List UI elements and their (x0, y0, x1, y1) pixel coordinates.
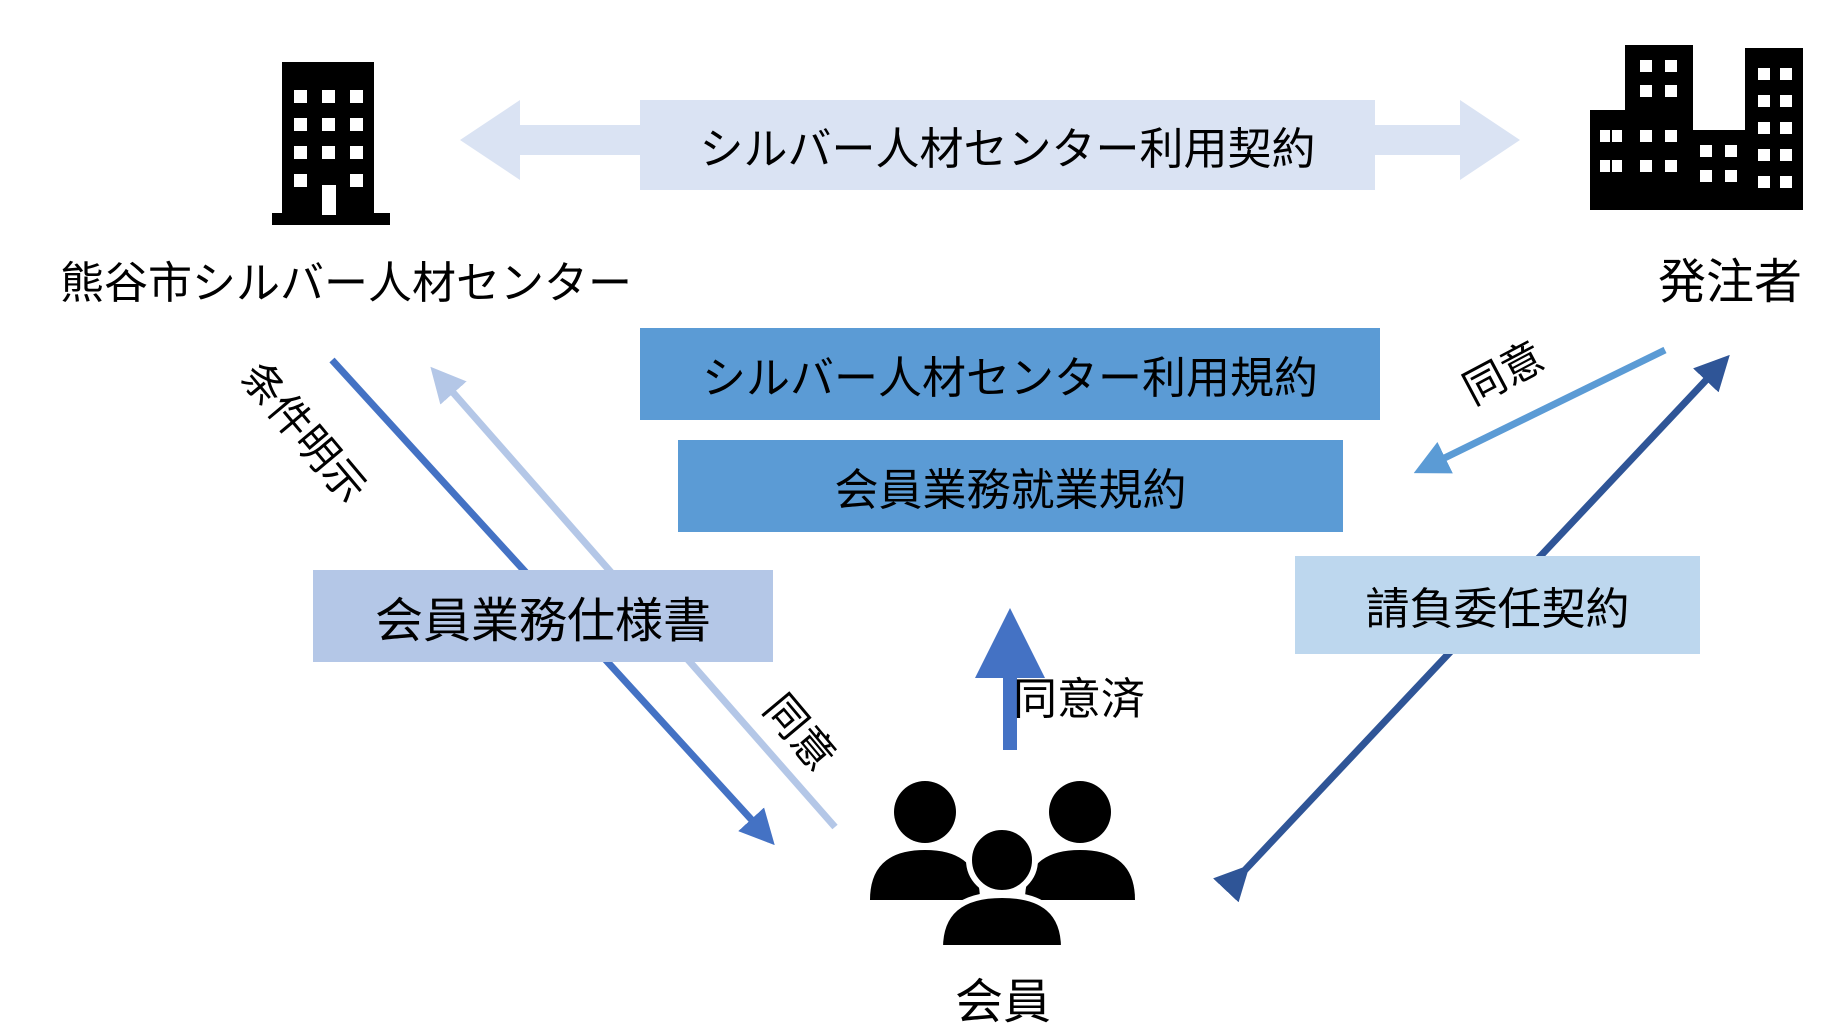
work-rules-box: 会員業務就業規約 (678, 440, 1343, 532)
node-client-label: 発注者 (1658, 254, 1803, 310)
people-group-icon (870, 781, 1135, 951)
spec-box: 会員業務仕様書 (313, 570, 773, 662)
contract-top-box: シルバー人材センター利用契約 (640, 100, 1375, 190)
rules-box: シルバー人材センター利用規約 (640, 328, 1380, 420)
building-icon (272, 62, 390, 225)
contract-box: 請負委任契約 (1295, 556, 1700, 654)
agreed-label: 同意済 (1013, 674, 1145, 725)
node-member-label: 会員 (955, 974, 1052, 1030)
node-center-label: 熊谷市シルバー人材センター (60, 258, 632, 309)
office-buildings-icon (1590, 45, 1803, 210)
